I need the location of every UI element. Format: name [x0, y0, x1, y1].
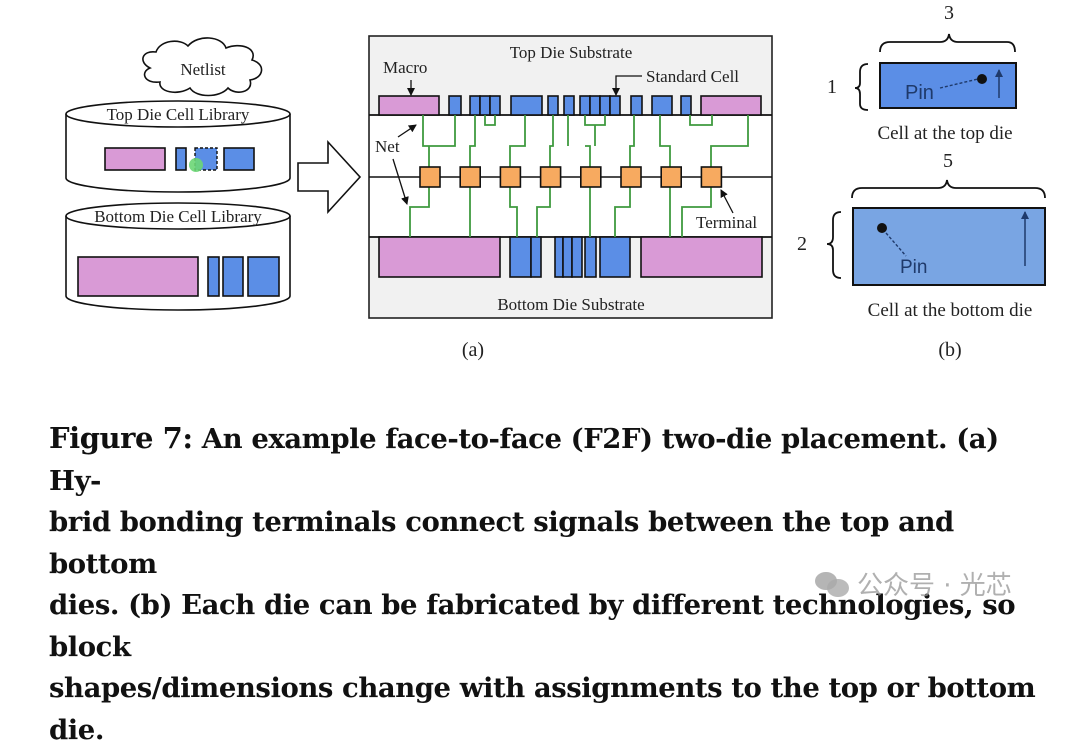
macro-block — [379, 237, 500, 277]
standard-cell-block — [585, 237, 596, 277]
caption-line-4: shapes/dimensions change with assignment… — [49, 668, 1049, 710]
bottom-cell-width-label: 5 — [943, 150, 953, 172]
caption-line-5: die. — [49, 710, 1049, 751]
standard-cell-block — [470, 96, 480, 115]
standard-cell-block — [590, 96, 600, 115]
top-cell-height-brace — [855, 64, 868, 110]
macro-label: Macro — [383, 58, 427, 77]
chat-bubbles-icon — [815, 570, 849, 598]
standard-cell-block — [600, 96, 610, 115]
macro-block — [641, 237, 762, 277]
terminal-label: Terminal — [696, 213, 757, 232]
top-cell-width-brace — [880, 34, 1015, 52]
panel-a-sublabel: (a) — [462, 339, 484, 361]
bottom-cell-pin-label: Pin — [900, 257, 927, 278]
cursor-highlight-icon — [189, 158, 203, 172]
standard-cell-block — [511, 96, 542, 115]
bottom-pin-dot-icon — [877, 223, 887, 233]
bonding-terminal — [661, 167, 681, 187]
library-cell-block — [248, 257, 279, 296]
library-macro-block — [105, 148, 165, 170]
bonding-terminal — [621, 167, 641, 187]
top-die-cell-library: Top Die Cell Library — [66, 101, 290, 192]
caption-line-1: Figure 7: An example face-to-face (F2F) … — [49, 418, 1049, 502]
bonding-terminal — [460, 167, 480, 187]
standard-cell-block — [531, 237, 541, 277]
figure-number: Figure 7: — [49, 421, 193, 455]
flow-arrow-icon — [298, 142, 360, 212]
standard-cell-label: Standard Cell — [646, 67, 739, 86]
bonding-terminal — [500, 167, 520, 187]
bottom-substrate-label: Bottom Die Substrate — [497, 295, 644, 314]
macro-block — [379, 96, 439, 115]
top-die-cell — [880, 63, 1016, 108]
library-cell-block — [176, 148, 186, 170]
top-library-label: Top Die Cell Library — [107, 105, 250, 124]
top-substrate-label: Top Die Substrate — [510, 43, 633, 62]
figure-diagram: Netlist Top Die Cell Library Bottom Die … — [0, 0, 1080, 400]
netlist-label: Netlist — [180, 60, 226, 79]
standard-cell-block — [610, 96, 620, 115]
library-macro-block — [78, 257, 198, 296]
top-cell-pin-label: Pin — [905, 82, 934, 104]
panel-a: Top Die Substrate Bottom Die Substrate M… — [369, 36, 772, 361]
library-cell-block — [224, 148, 254, 170]
standard-cell-block — [564, 96, 574, 115]
standard-cell-block — [563, 237, 572, 277]
bonding-terminal — [420, 167, 440, 187]
bottom-library-label: Bottom Die Cell Library — [94, 207, 262, 226]
watermark-text: 公众号 · 光芯 — [857, 565, 1012, 602]
watermark: 公众号 · 光芯 — [815, 565, 1012, 602]
bonding-terminal — [581, 167, 601, 187]
top-cell-height-label: 1 — [827, 76, 837, 98]
bottom-die-cell-library: Bottom Die Cell Library — [66, 203, 290, 310]
bottom-cell-width-brace — [852, 180, 1045, 198]
standard-cell-block — [548, 96, 558, 115]
bottom-cell-height-brace — [827, 212, 841, 278]
bonding-terminal — [541, 167, 561, 187]
standard-cell-block — [480, 96, 490, 115]
standard-cell-block — [580, 96, 590, 115]
standard-cell-block — [510, 237, 531, 277]
bottom-cell-height-label: 2 — [797, 233, 807, 255]
panel-b: 3 1 Pin Cell at the top die 5 2 Pin Cell… — [797, 2, 1045, 361]
standard-cell-block — [600, 237, 630, 277]
bottom-die-cell — [853, 208, 1045, 285]
standard-cell-block — [555, 237, 563, 277]
top-cell-width-label: 3 — [944, 2, 954, 24]
standard-cell-block — [572, 237, 582, 277]
bonding-terminal — [701, 167, 721, 187]
library-cell-block — [223, 257, 243, 296]
net-label: Net — [375, 137, 400, 156]
panel-b-sublabel: (b) — [938, 339, 961, 361]
library-cell-block — [208, 257, 219, 296]
standard-cell-block — [652, 96, 672, 115]
bottom-cell-caption: Cell at the bottom die — [868, 300, 1033, 321]
macro-block — [701, 96, 761, 115]
standard-cell-block — [681, 96, 691, 115]
standard-cell-block — [631, 96, 642, 115]
top-cell-caption: Cell at the top die — [877, 123, 1012, 144]
standard-cell-block — [449, 96, 461, 115]
netlist-cloud: Netlist — [143, 38, 262, 96]
standard-cell-block — [490, 96, 500, 115]
top-pin-dot-icon — [977, 74, 987, 84]
bottom-die-blocks — [379, 237, 762, 277]
top-die-blocks — [379, 96, 761, 115]
